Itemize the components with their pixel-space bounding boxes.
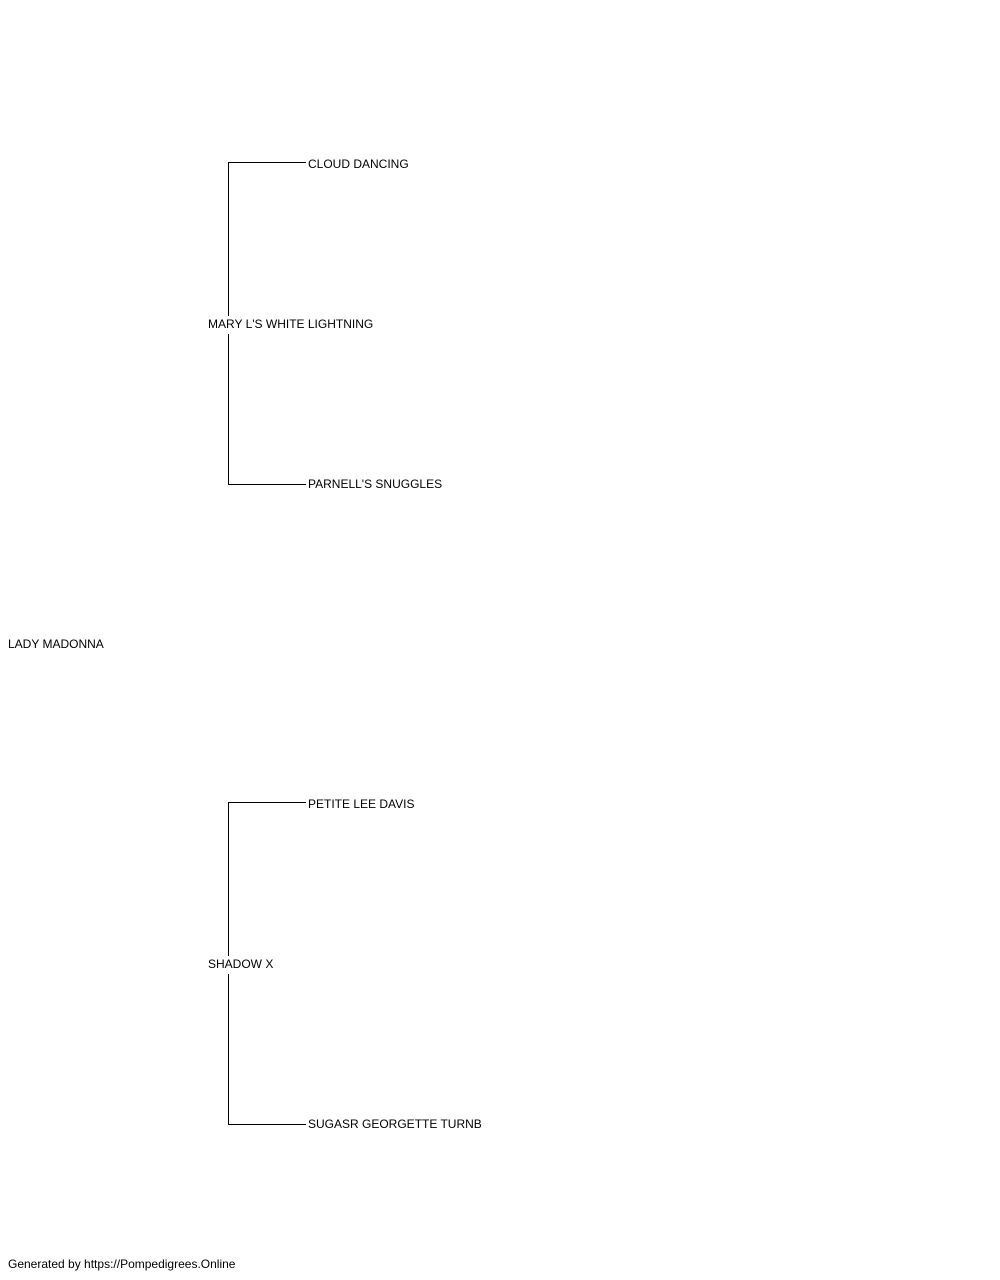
- pedigree-node-sire: MARY L'S WHITE LIGHTNING: [208, 317, 374, 331]
- pedigree-node-sire-sire: CLOUD DANCING: [308, 157, 409, 171]
- pedigree-node-dam-sire: PETITE LEE DAVIS: [308, 797, 415, 811]
- pedigree-node-dam-dam: SUGASR GEORGETTE TURNB: [308, 1117, 482, 1131]
- pedigree-node-dam: SHADOW X: [208, 957, 274, 971]
- pedigree-node-sire-dam: PARNELL'S SNUGGLES: [308, 477, 443, 491]
- pedigree-node-subject: LADY MADONNA: [8, 637, 104, 651]
- generated-by-footer: Generated by https://Pompedigrees.Online: [8, 1257, 236, 1271]
